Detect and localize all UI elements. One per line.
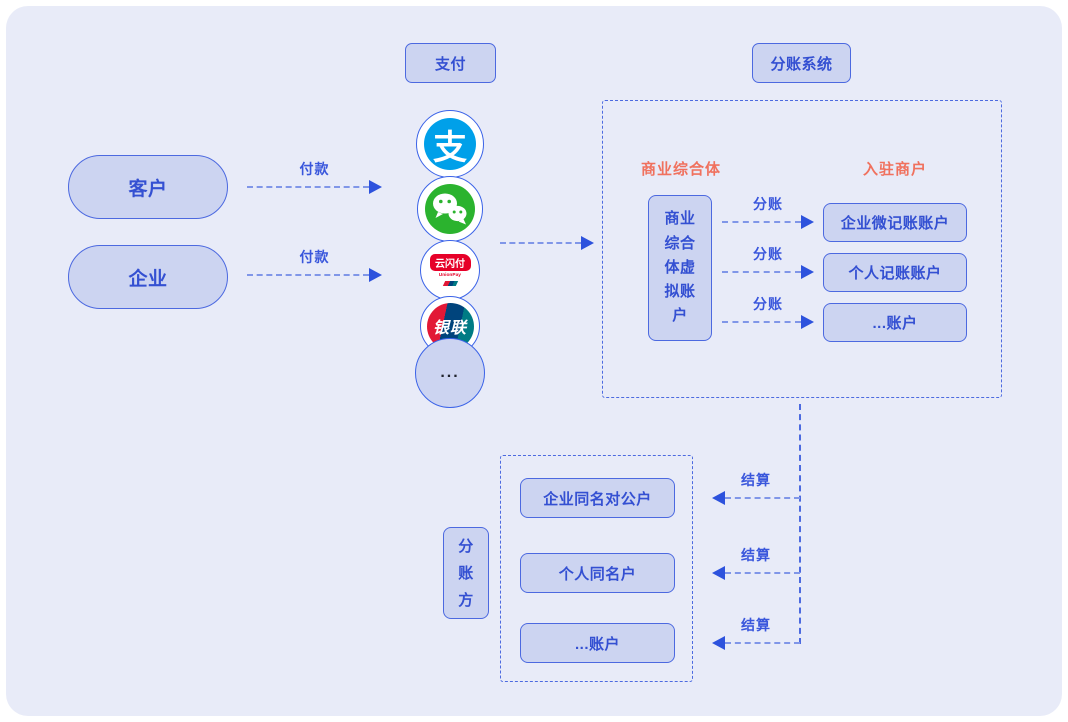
- dashed-line: [500, 242, 581, 244]
- settlement-connector-line: [799, 404, 801, 644]
- commercial-complex-header: 商业综合体: [640, 161, 721, 178]
- split-arrow-1-label: 分账: [753, 196, 783, 212]
- dashed-line: [722, 271, 801, 273]
- enterprise-label: 企业: [128, 268, 168, 290]
- customer-node: 客户: [68, 155, 228, 219]
- merchant-account-node-3: ...账户: [823, 303, 967, 342]
- quickpass-subtext: UnionPay: [438, 272, 462, 278]
- merchant-account-node-1: 企业微记账账户: [823, 203, 967, 242]
- split-system-panel: [602, 100, 1002, 398]
- split-arrow-3-label: 分账: [753, 296, 783, 312]
- cloud-quickpass-logo-icon: 云闪付 UnionPay: [429, 254, 471, 286]
- arrowhead-right-icon: [801, 315, 814, 329]
- virtual-account-node: 商业综合体虚拟账户: [648, 195, 712, 341]
- dashed-line: [247, 186, 369, 188]
- settle-arrow-1-label: 结算: [741, 472, 771, 488]
- unionpay-flag-icon: [442, 281, 458, 286]
- alipay-icon: 支: [416, 110, 484, 178]
- dashed-line: [725, 572, 800, 574]
- split-party-label: 分账方: [458, 537, 474, 609]
- merchant-account-1-label: 企业微记账账户: [840, 215, 950, 232]
- dashed-line: [722, 221, 801, 223]
- settle-arrow-3-label: 结算: [741, 617, 771, 633]
- merchant-account-3-label: ...账户: [872, 315, 918, 332]
- pay-arrow-enterprise-label: 付款: [299, 249, 330, 265]
- wechat-pay-icon: [417, 176, 483, 242]
- settlement-account-node-1: 企业同名对公户: [520, 478, 675, 518]
- settle-arrow-2-label: 结算: [741, 547, 771, 563]
- merchant-account-node-2: 个人记账账户: [823, 253, 967, 292]
- settlement-account-2-label: 个人同名户: [558, 565, 637, 583]
- arrowhead-left-icon: [712, 491, 725, 505]
- split-arrow-2-label: 分账: [753, 246, 783, 262]
- dashed-line: [722, 321, 801, 323]
- settlement-account-1-label: 企业同名对公户: [543, 490, 652, 508]
- enterprise-node: 企业: [68, 245, 228, 309]
- arrowhead-right-icon: [801, 215, 814, 229]
- cloud-quickpass-icon: 云闪付 UnionPay: [420, 240, 480, 300]
- more-channels-text: ...: [440, 364, 460, 381]
- more-channels-icon: ...: [415, 338, 485, 408]
- wechat-logo-icon: [425, 184, 475, 234]
- alipay-glyph: 支: [433, 128, 467, 167]
- arrowhead-left-icon: [712, 566, 725, 580]
- wechat-bubbles-icon: [433, 193, 467, 225]
- split-party-node: 分账方: [443, 527, 489, 619]
- dashed-line: [725, 497, 800, 499]
- resident-merchants-header: 入驻商户: [862, 161, 927, 178]
- pay-arrow-customer-label: 付款: [299, 161, 330, 177]
- dashed-line: [725, 642, 800, 644]
- customer-label: 客户: [128, 178, 168, 200]
- settlement-panel: [500, 455, 693, 682]
- settlement-account-3-label: ...账户: [574, 635, 620, 653]
- payment-section-label: 支付: [405, 43, 496, 83]
- arrowhead-right-icon: [369, 268, 382, 282]
- payment-section-text: 支付: [434, 55, 466, 73]
- diagram-canvas: [6, 6, 1062, 716]
- arrowhead-right-icon: [801, 265, 814, 279]
- settlement-account-node-2: 个人同名户: [520, 553, 675, 593]
- alipay-logo-icon: 支: [424, 118, 476, 170]
- split-system-section-text: 分账系统: [770, 55, 833, 73]
- quickpass-badge: 云闪付: [429, 254, 471, 271]
- arrowhead-left-icon: [712, 636, 725, 650]
- arrowhead-right-icon: [581, 236, 594, 250]
- dashed-line: [247, 274, 369, 276]
- unionpay-text: 银联: [432, 320, 467, 337]
- arrowhead-right-icon: [369, 180, 382, 194]
- settlement-account-node-3: ...账户: [520, 623, 675, 663]
- merchant-account-2-label: 个人记账账户: [848, 265, 942, 282]
- split-system-section-label: 分账系统: [752, 43, 851, 83]
- virtual-account-label: 商业综合体虚拟账户: [664, 210, 696, 325]
